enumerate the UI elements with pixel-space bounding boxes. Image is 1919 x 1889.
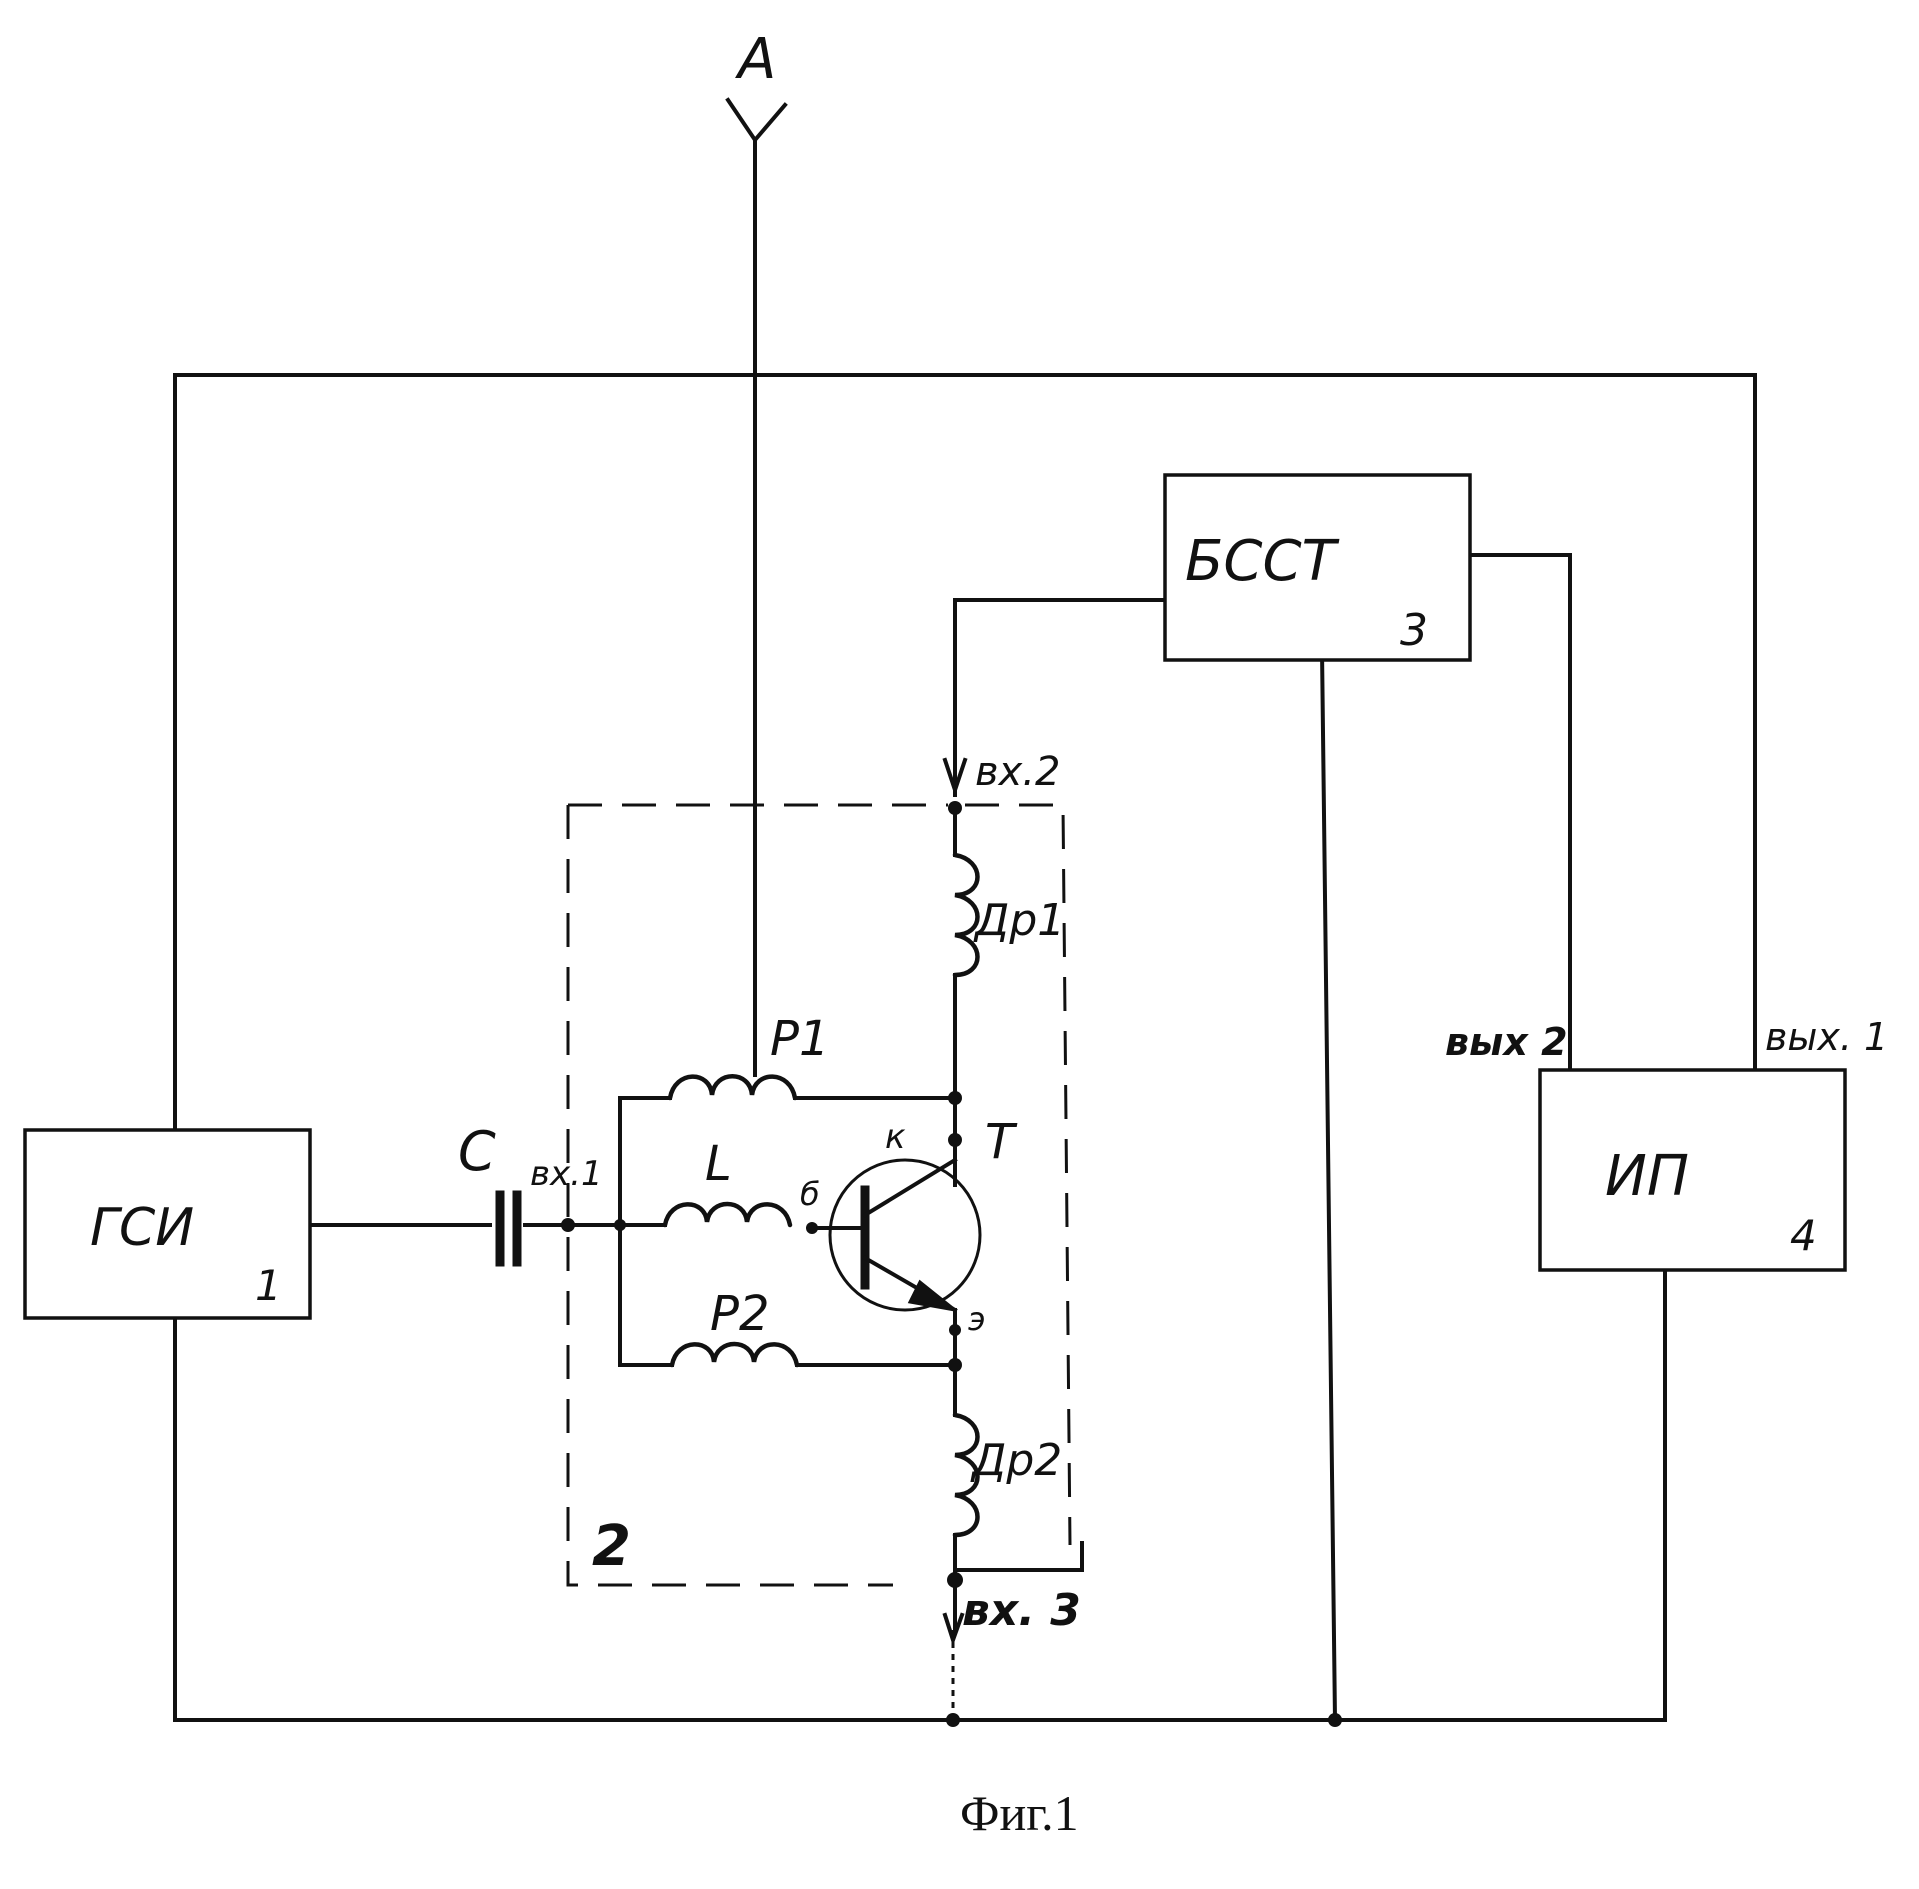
ground-node-bsst — [1328, 1713, 1342, 1727]
gsi-number: 1 — [255, 1261, 282, 1310]
top-bus-wire — [175, 375, 1755, 1130]
antenna-symbol — [728, 100, 785, 1065]
capacitor-label: С — [458, 1120, 496, 1183]
coil-p2 — [672, 1344, 797, 1365]
in1-node — [561, 1218, 575, 1232]
in2-label: вх.2 — [975, 749, 1060, 795]
emitter-label: э — [968, 1300, 986, 1338]
in1-label: вх.1 — [530, 1154, 603, 1194]
ip-number: 4 — [1790, 1211, 1817, 1260]
bsst-number: 3 — [1400, 605, 1428, 656]
choke-dr2-label: Др2 — [970, 1435, 1062, 1486]
gsi-label: ГСИ — [90, 1198, 194, 1258]
bsst-label: БССТ — [1185, 529, 1340, 594]
out1-label: вых. 1 — [1765, 1015, 1888, 1059]
network-boundary — [568, 805, 893, 1585]
bsst-ground-wire — [1322, 650, 1335, 1720]
in3-node — [947, 1572, 963, 1588]
inductor-l — [665, 1204, 790, 1225]
coil-p2-label: Р2 — [710, 1286, 769, 1342]
collector-label: к — [885, 1117, 906, 1157]
in3-label: вх. 3 — [962, 1585, 1081, 1636]
ip-out2-wire — [1470, 555, 1570, 1070]
coil-p1-label: Р1 — [770, 1011, 829, 1067]
out2-label: вых 2 — [1445, 1020, 1568, 1064]
ip-label: ИП — [1605, 1144, 1689, 1209]
network-boundary-corner — [958, 1543, 1082, 1570]
block-ip: ИП 4 — [1540, 1070, 1845, 1270]
figure-caption: Фиг.1 — [960, 1785, 1079, 1841]
ground-bus-wire — [175, 1270, 1665, 1720]
transistor-label: Т — [985, 1114, 1018, 1170]
choke-dr1-label: Др1 — [973, 895, 1065, 946]
ground-node-in3 — [946, 1713, 960, 1727]
base-label: б — [800, 1175, 820, 1213]
inductor-l-label: L — [705, 1136, 732, 1192]
network-number: 2 — [592, 1514, 631, 1579]
capacitor-symbol — [500, 1195, 517, 1262]
block-gsi: ГСИ 1 — [25, 1130, 310, 1318]
antenna-label: А — [735, 27, 776, 92]
block-bsst: БССТ 3 — [1165, 475, 1470, 660]
coil-p1 — [670, 1076, 795, 1098]
